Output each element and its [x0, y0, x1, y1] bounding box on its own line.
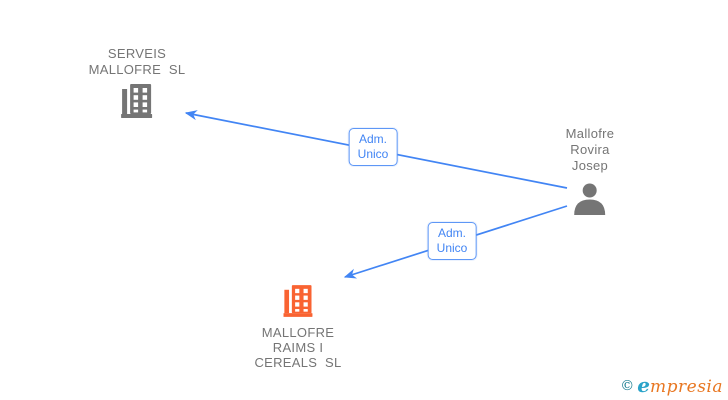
node-label-line: RAIMS I [272, 340, 324, 355]
node-label-line: Josep [571, 158, 609, 173]
node-label-line: SERVEIS [107, 46, 167, 61]
node-label-line: MALLOFRE SL [88, 62, 186, 77]
node-label-line: MALLOFRE [261, 325, 335, 340]
node-serveis-mallofre[interactable]: SERVEIS MALLOFRE SL [89, 46, 186, 123]
node-label-line: CEREALS SL [254, 355, 342, 370]
edge-label-line: Unico [357, 147, 389, 161]
node-mallofre-raims-cereals[interactable]: MALLOFRE RAIMS I CEREALS SL [254, 285, 341, 370]
node-label-line: Mallofre [565, 126, 615, 141]
building-icon[interactable] [121, 84, 153, 118]
edge-label-adm-unico-serveis: Adm. Unico [348, 128, 398, 166]
person-icon[interactable] [572, 183, 608, 215]
node-label-line: Rovira [570, 142, 610, 157]
building-icon[interactable] [283, 285, 313, 317]
node-mallofre-rovira-josep[interactable]: Mallofre Rovira Josep [566, 126, 615, 220]
brand-initial: e [637, 373, 650, 397]
edge-label-line: Adm. [437, 226, 466, 240]
node-label[interactable]: SERVEIS MALLOFRE SL [89, 46, 186, 78]
brand-name: mpresia [650, 377, 723, 397]
empresia-logo[interactable]: ©empresia [620, 373, 723, 397]
edge-label-line: Adm. [358, 132, 387, 146]
edge-label-line: Unico [436, 241, 468, 255]
edge-label-adm-unico-raims: Adm. Unico [427, 222, 477, 260]
node-label[interactable]: MALLOFRE RAIMS I CEREALS SL [254, 325, 341, 370]
copyright-icon: © [620, 378, 635, 394]
node-label[interactable]: Mallofre Rovira Josep [566, 126, 615, 174]
